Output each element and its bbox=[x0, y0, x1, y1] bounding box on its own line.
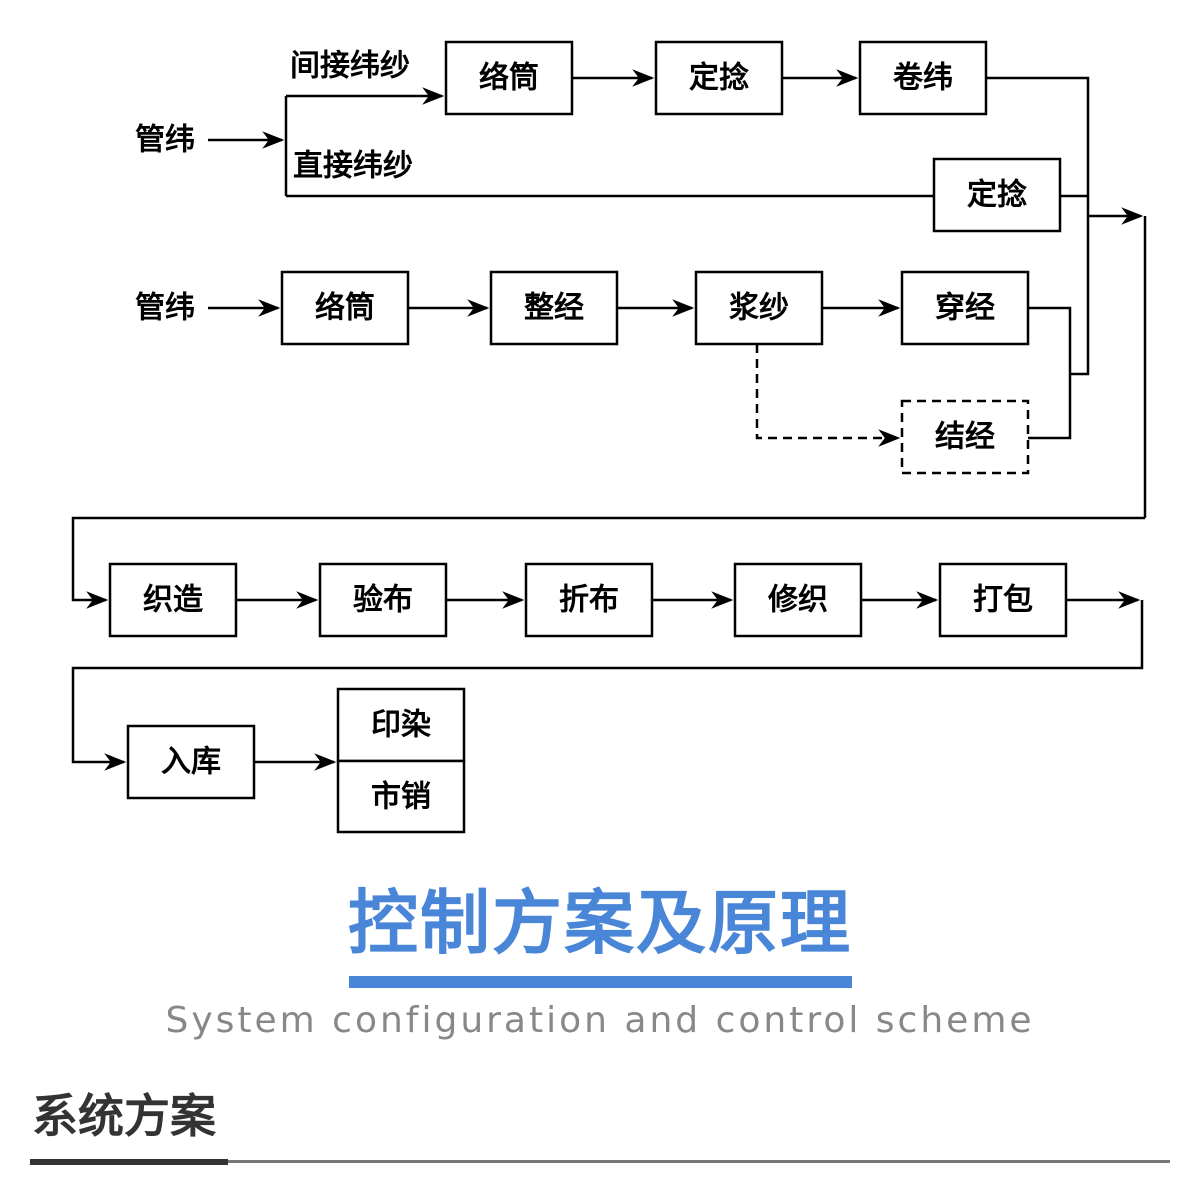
node-winding-warp-label: 络筒 bbox=[315, 291, 375, 326]
node-inspection bbox=[318, 562, 448, 638]
indirect-weft-label: 间接纬纱 bbox=[290, 49, 410, 84]
node-printing-dyeing-label: 印染 bbox=[371, 708, 431, 743]
node-inspection-label: 验布 bbox=[353, 583, 413, 618]
node-folding-label: 折布 bbox=[559, 583, 619, 618]
node-sizing bbox=[694, 270, 824, 346]
weft-input-label-top: 管纬 bbox=[135, 123, 195, 158]
node-mending bbox=[733, 562, 863, 638]
node-baling-label: 打包 bbox=[973, 583, 1033, 618]
section-divider bbox=[30, 1160, 1170, 1163]
node-drawing-in bbox=[900, 270, 1030, 346]
node-drawing-in-label: 穿经 bbox=[935, 291, 995, 326]
node-pirn-winding-label: 卷纬 bbox=[893, 61, 953, 96]
node-warping bbox=[489, 270, 619, 346]
page-subtitle: System configuration and control scheme bbox=[165, 1000, 1035, 1041]
node-baling bbox=[938, 562, 1068, 638]
arrow-dashed-to-tying-in bbox=[755, 344, 901, 447]
node-tying-in-label: 结经 bbox=[935, 420, 995, 455]
title-underline bbox=[349, 976, 852, 988]
node-mending-label: 修织 bbox=[767, 583, 828, 618]
section-heading: 系统方案 bbox=[32, 1089, 216, 1143]
node-winding-weft bbox=[444, 40, 574, 116]
node-tying-in bbox=[900, 399, 1030, 475]
node-setting-twist-indirect bbox=[654, 40, 784, 116]
section-divider-accent bbox=[30, 1159, 228, 1165]
node-weaving bbox=[108, 562, 238, 638]
node-warehousing-label: 入库 bbox=[161, 745, 221, 780]
node-weaving-label: 织造 bbox=[143, 583, 203, 618]
node-winding-warp bbox=[280, 270, 410, 346]
node-setting-twist-direct-label: 定捻 bbox=[967, 178, 1027, 213]
node-sizing-label: 浆纱 bbox=[729, 291, 789, 326]
node-pirn-winding bbox=[858, 40, 988, 116]
connector-warp-merge bbox=[1028, 306, 1072, 440]
node-setting-twist-direct bbox=[932, 157, 1062, 233]
node-folding bbox=[524, 562, 654, 638]
direct-weft-label: 直接纬纱 bbox=[293, 149, 413, 184]
node-setting-twist-indirect-label: 定捻 bbox=[689, 61, 749, 96]
node-winding-weft-label: 络筒 bbox=[479, 61, 539, 96]
page-title: 控制方案及原理 bbox=[348, 882, 852, 964]
node-market-sales-label: 市销 bbox=[371, 780, 431, 815]
node-market-sales bbox=[336, 759, 466, 834]
arrow-to-warehousing bbox=[71, 600, 1144, 771]
weft-input-label-bottom: 管纬 bbox=[135, 291, 195, 326]
node-warping-label: 整经 bbox=[524, 291, 584, 326]
node-printing-dyeing bbox=[336, 687, 466, 763]
connector-weft-merge bbox=[986, 76, 1090, 376]
arrow-bus-to-weaving bbox=[71, 516, 1145, 609]
textile-process-flowchart: 管纬 间接纬纱 直接纬纱 络筒 定捻 卷纬 定捻 管纬 络筒 整经 浆纱 穿经 … bbox=[71, 40, 1147, 834]
node-warehousing bbox=[126, 724, 256, 800]
